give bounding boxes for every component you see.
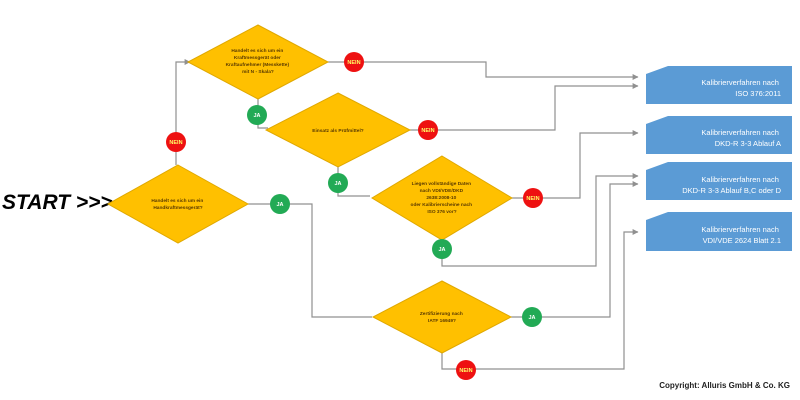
d1-line: Handkraftmessgerät?	[153, 205, 202, 211]
d3-line: Einsatz als Prüfmittel?	[312, 128, 364, 134]
d5-line: IATF 16949?	[428, 318, 456, 324]
svg-text:JA: JA	[276, 202, 283, 208]
d2-line: Handelt es sich um ein	[231, 48, 283, 54]
connector-d4-nein-r2	[512, 130, 639, 199]
svg-text:NEIN: NEIN	[421, 128, 434, 134]
d1-line: Handelt es sich um ein	[151, 198, 203, 204]
nein-badge-d1: NEIN	[166, 132, 186, 152]
d4-line: Liegen vollständige Daten	[412, 181, 472, 187]
result-dkd-ablauf-a: Kalibrierverfahren nach DKD-R 3-3 Ablauf…	[646, 116, 792, 154]
d2-line: mit N - Skala?	[242, 69, 274, 75]
decision-pruefmittel: Einsatz als Prüfmittel?	[264, 92, 412, 168]
connector-d2-nein-r1	[328, 61, 639, 80]
nein-badge-d4: NEIN	[523, 188, 543, 208]
decision-kraftmessgeraet-n-skala: Handelt es sich um ein Kraftmessgerät od…	[186, 24, 330, 100]
ja-badge-d1: JA	[270, 194, 290, 214]
d4-line: nach VDI/VDE/DKD	[420, 188, 464, 194]
start-label: START >>>	[2, 191, 113, 214]
connector-d5-ja-r3	[511, 181, 639, 318]
ja-badge-d5: JA	[522, 307, 542, 327]
svg-text:JA: JA	[253, 113, 260, 119]
nein-badge-d3: NEIN	[418, 120, 438, 140]
svg-text:JA: JA	[334, 181, 341, 187]
d4-line: 2638:2008-10	[426, 195, 456, 201]
svg-text:JA: JA	[528, 315, 535, 321]
svg-text:Kalibrierverfahren nach: Kalibrierverfahren nach ISO 376:2011	[701, 78, 781, 98]
svg-text:Handelt es sich um ein H: Handelt es sich um ein Handkraftmessgerä…	[151, 198, 204, 211]
connector-d3-nein-r2	[410, 83, 639, 131]
svg-text:Kalibrierverfahren nach: Kalibrierverfahren nach VDI/VDE 2624 Bla…	[701, 225, 781, 245]
svg-text:Liegen vollständige Daten: Liegen vollständige Daten nach VDI/VDE/D…	[411, 181, 474, 215]
svg-text:Handelt es sich um ein K: Handelt es sich um ein Kraftmessgerät od…	[226, 48, 291, 75]
result-dkd-ablauf-bcd: Kalibrierverfahren nach DKD-R 3-3 Ablauf…	[646, 162, 792, 200]
svg-text:Einsatz als Prüfmittel?: Einsatz als Prüfmittel?	[312, 128, 364, 134]
nein-badge-d5: NEIN	[456, 360, 476, 380]
svg-text:NEIN: NEIN	[526, 196, 539, 202]
d2-line: Kraftaufnehmer (Messkette)	[226, 62, 290, 68]
svg-text:Kalibrierverfahren nach: Kalibrierverfahren nach DKD-R 3-3 Ablauf…	[682, 175, 781, 195]
d2-line: Kraftmessgerät oder	[234, 55, 281, 61]
connector-d1-nein-up	[175, 59, 191, 165]
result-iso-376: Kalibrierverfahren nach ISO 376:2011	[646, 66, 792, 104]
nein-badge-d2: NEIN	[344, 52, 364, 72]
ja-badge-d4: JA	[432, 239, 452, 259]
svg-text:NEIN: NEIN	[347, 60, 360, 66]
svg-text:NEIN: NEIN	[169, 140, 182, 146]
connector-d5-nein-r4	[441, 229, 639, 370]
d4-line: ISO 376 vor?	[427, 209, 456, 215]
ja-badge-d3: JA	[328, 173, 348, 193]
connector-d1-ja-d5	[248, 203, 372, 318]
d4-line: oder Kalibrierscheine nach	[411, 202, 473, 208]
svg-text:JA: JA	[438, 247, 445, 253]
copyright-note: Copyright: Alluris GmbH & Co. KG	[659, 381, 790, 390]
svg-text:Kalibrierverfahren nach: Kalibrierverfahren nach DKD-R 3-3 Ablauf…	[701, 128, 781, 148]
svg-text:Zertifizierung nach IATF: Zertifizierung nach IATF 16949?	[420, 311, 464, 324]
ja-badge-d2: JA	[247, 105, 267, 125]
decision-iatf-16949: Zertifizierung nach IATF 16949?	[371, 280, 513, 354]
decision-vollstaendige-daten: Liegen vollständige Daten nach VDI/VDE/D…	[371, 155, 513, 241]
decision-handkraftmessgeraet: Handelt es sich um ein Handkraftmessgerä…	[106, 164, 250, 244]
result-vdi-2624: Kalibrierverfahren nach VDI/VDE 2624 Bla…	[646, 212, 792, 251]
svg-text:NEIN: NEIN	[459, 368, 472, 374]
d5-line: Zertifizierung nach	[420, 311, 463, 317]
